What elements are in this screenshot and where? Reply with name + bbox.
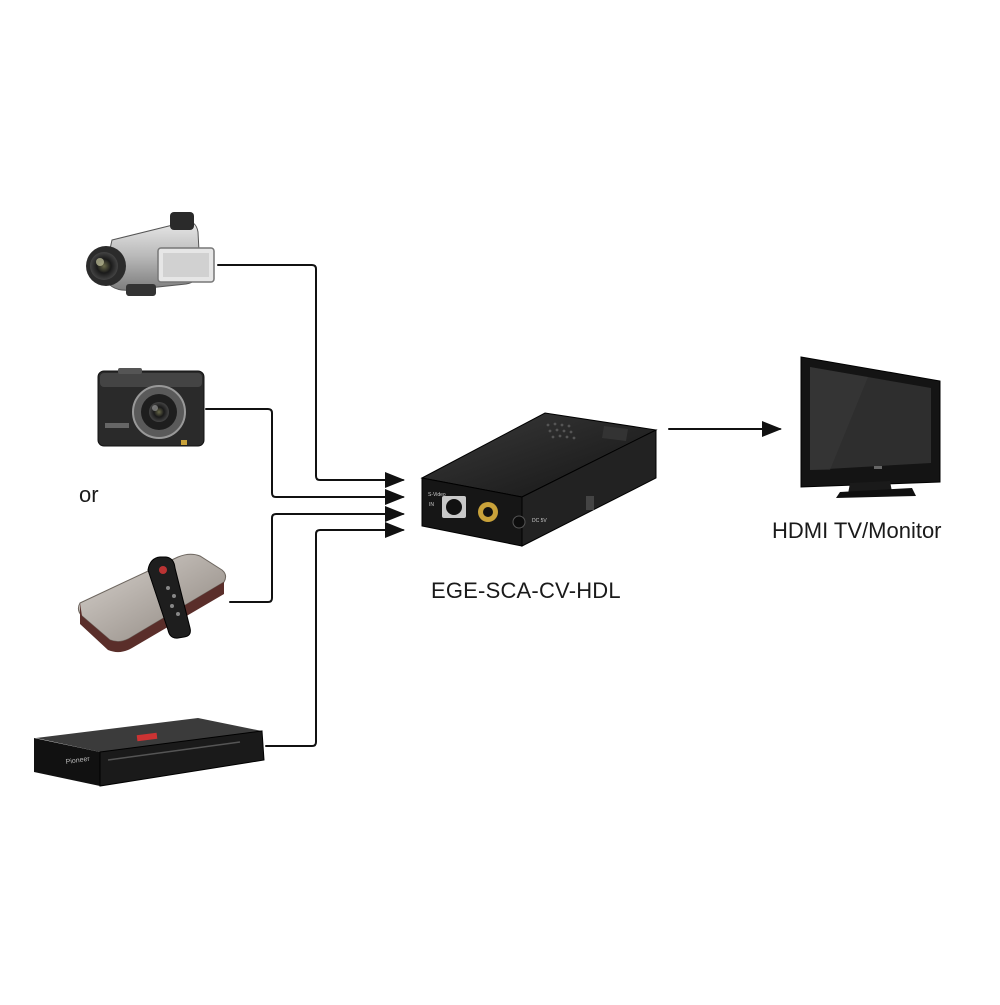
svideo-port-label: S-Video xyxy=(428,492,446,498)
converter-model-label: EGE-SCA-CV-HDL xyxy=(431,578,621,603)
converter-device-icon: S-Video IN DC 5V xyxy=(420,412,658,547)
tv-monitor-icon xyxy=(800,356,941,498)
or-label: or xyxy=(79,482,99,507)
input-port-label: IN xyxy=(429,502,434,508)
digital-camera-icon xyxy=(97,368,205,447)
dvd-brand-text: Pioneer xyxy=(65,756,91,766)
camcorder-cable xyxy=(217,264,405,488)
set-top-box-icon xyxy=(77,553,227,653)
remote-control-icon xyxy=(147,556,191,639)
camcorder-icon xyxy=(86,212,215,296)
dvd-cable xyxy=(265,522,405,747)
connection-lines xyxy=(205,264,782,747)
camera-cable xyxy=(205,408,405,505)
display-label: HDMI TV/Monitor xyxy=(772,518,942,543)
dvd-player-icon: Pioneer xyxy=(34,718,265,787)
dc-port-label: DC 5V xyxy=(532,518,547,524)
settop-cable xyxy=(229,506,405,603)
